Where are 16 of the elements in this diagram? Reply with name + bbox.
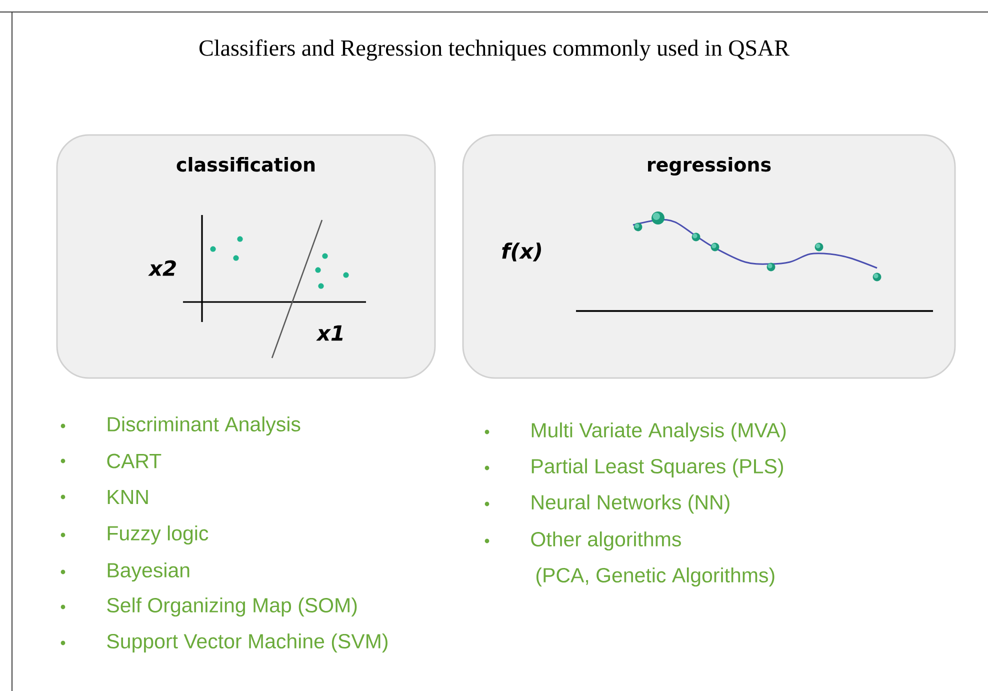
list-item: Multi Variate Analysis (MVA) <box>532 422 786 442</box>
list-item: Partial Least Squares (PLS) <box>532 458 783 478</box>
list-item: Fuzzy logic <box>108 525 208 545</box>
list-item: Discriminant Analysis <box>108 416 300 436</box>
list-item: (PCA, Genetic Algorithms) <box>536 567 774 587</box>
list-item: CART <box>107 454 162 468</box>
list-item: Bayesian <box>108 562 190 582</box>
axis-label: x2 <box>148 260 176 276</box>
axis-label: f(x) <box>502 242 541 262</box>
list-item: Neural Networks (NN) <box>532 494 730 514</box>
title: Classifiers and Regression techniques commonly used in QSAR <box>200 39 790 61</box>
list-item: Self Organizing Map (SOM) <box>107 597 357 617</box>
list-item: Support Vector Machine (SVM) <box>107 633 388 653</box>
list-item: KNN <box>108 490 148 504</box>
list-item: Other algorithms <box>531 531 681 551</box>
axis-label: x1 <box>316 325 343 341</box>
